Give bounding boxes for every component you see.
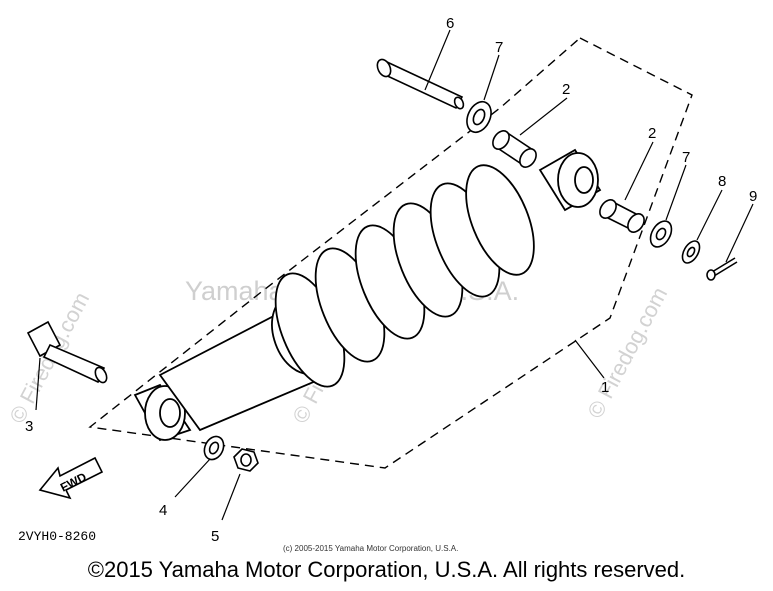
bolt-part-3 xyxy=(26,320,108,384)
washer-part-7-top xyxy=(466,100,492,134)
washer-part-7-right xyxy=(649,220,673,248)
washer-part-8 xyxy=(681,240,701,264)
collar-part-2-right xyxy=(599,199,645,233)
leader-lines xyxy=(35,29,754,521)
callout-2-top: 2 xyxy=(562,81,570,98)
assembly-boundary xyxy=(88,37,693,469)
fwd-direction-arrow: FWD xyxy=(38,456,104,500)
footer-copyright: ©2015 Yamaha Motor Corporation, U.S.A. A… xyxy=(87,557,686,582)
callout-4: 4 xyxy=(159,502,167,519)
callout-3: 3 xyxy=(25,418,33,435)
diagram-code: 2VYH0-8260 xyxy=(18,529,96,544)
nut-part-5 xyxy=(233,448,259,472)
callout-2-right: 2 xyxy=(648,125,656,142)
callout-1: 1 xyxy=(601,379,609,396)
callout-7-right: 7 xyxy=(682,149,690,166)
bolt-part-6 xyxy=(376,58,465,110)
washer-part-4 xyxy=(203,435,225,461)
callout-7-top: 7 xyxy=(495,39,503,56)
callout-8: 8 xyxy=(718,173,726,190)
cotter-pin-part-9 xyxy=(706,257,738,281)
callout-6: 6 xyxy=(446,15,454,32)
firedog-watermark-right: © Firedog.com xyxy=(582,283,672,422)
small-copyright: (c) 2005-2015 Yamaha Motor Corporation, … xyxy=(283,544,458,553)
collar-part-2-top xyxy=(492,130,537,168)
callout-9: 9 xyxy=(749,188,757,205)
shock-absorber-body xyxy=(133,148,602,442)
callout-5: 5 xyxy=(211,528,219,545)
